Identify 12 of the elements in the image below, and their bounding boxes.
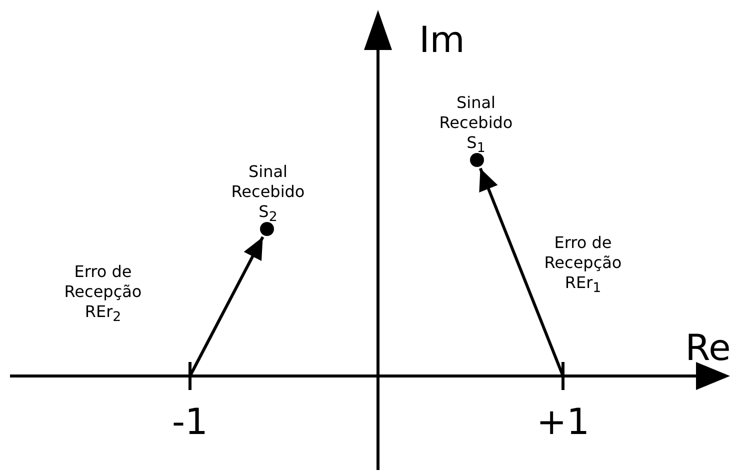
point-label: Sinal Recebido S$_{1}$ <box>439 93 513 158</box>
arrow <box>188 236 264 377</box>
arrow <box>478 168 564 377</box>
signal-point <box>260 222 274 236</box>
edge-label: Erro de Recepção REr$_{2}$ <box>64 262 142 327</box>
point-label: Sinal Recebido S$_{2}$ <box>231 162 305 227</box>
signal-point <box>470 153 484 167</box>
axis-label: +1 <box>536 401 590 445</box>
axis-label: Re <box>685 327 731 371</box>
edge-label: Erro de Recepção REr$_{1}$ <box>544 233 622 298</box>
axis-label: Im <box>419 19 465 63</box>
axis-label: -1 <box>172 401 208 445</box>
